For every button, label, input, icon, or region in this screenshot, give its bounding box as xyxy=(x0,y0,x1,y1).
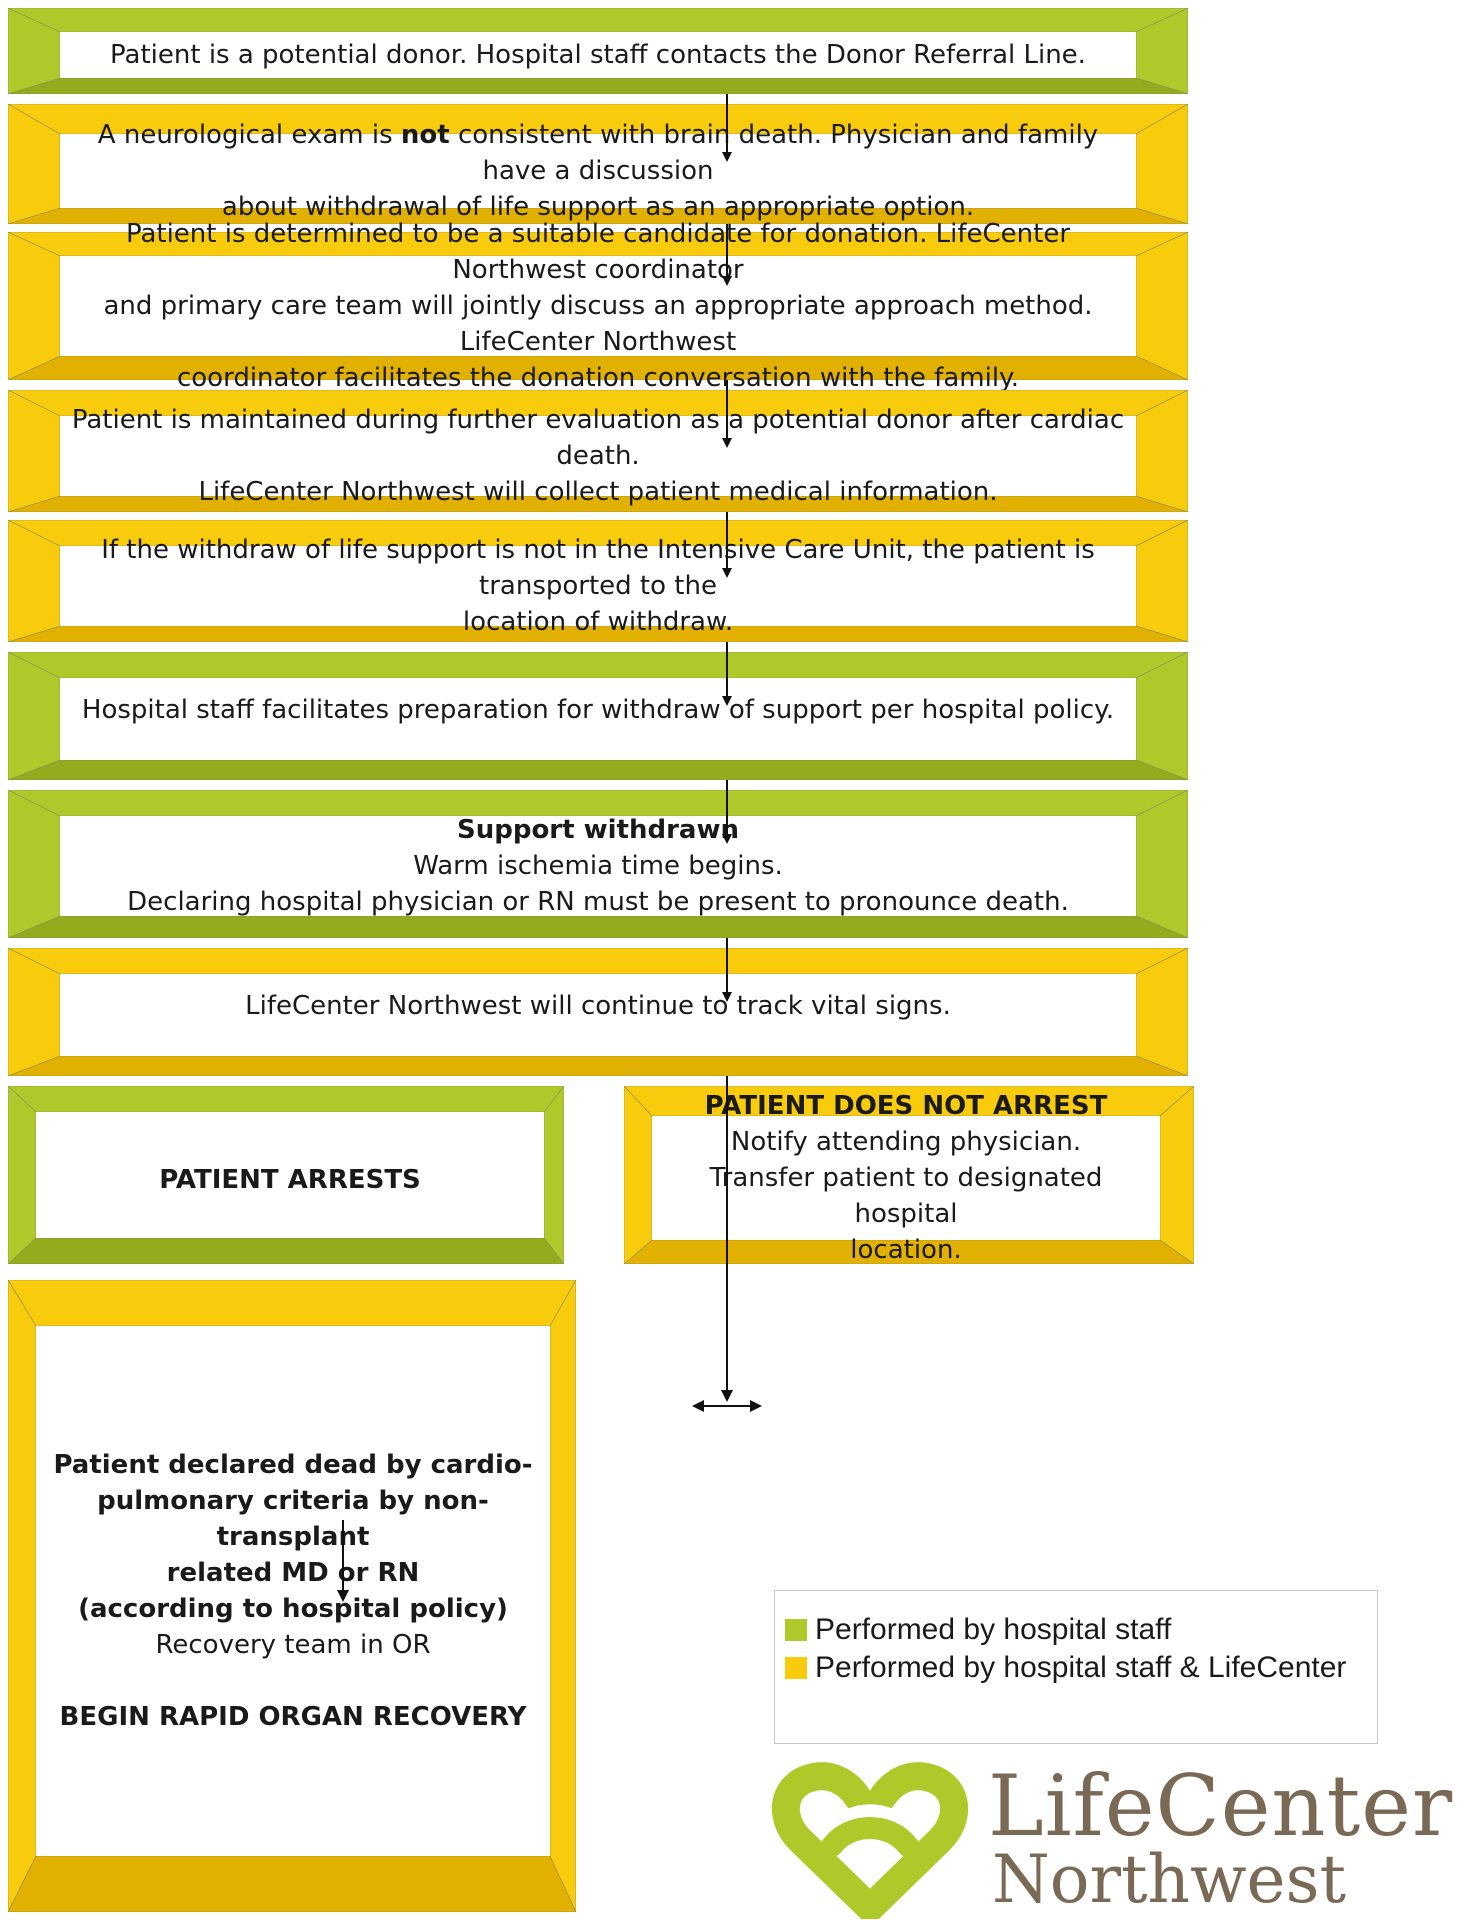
legend-swatch-green xyxy=(785,1619,807,1641)
step-3-line-3: coordinator facilitates the donation con… xyxy=(176,363,1019,393)
step-3-line-2: and primary care team will jointly discu… xyxy=(103,291,1093,357)
step-3-bevel-face-4 xyxy=(8,232,61,380)
branch-no-arrest-line-3: location. xyxy=(850,1235,962,1265)
step-5-bevel xyxy=(8,520,1188,642)
branch-no-arrest-bevel-face-2 xyxy=(1159,1086,1194,1264)
step-2-bevel-face-2 xyxy=(1135,104,1188,224)
step-2-line-1-bold: not xyxy=(400,120,450,150)
step-3-bevel-face-2 xyxy=(1135,232,1188,380)
step-2-line-1-post: consistent with brain death. Physician a… xyxy=(449,120,1099,186)
step-1-bevel-face-4 xyxy=(8,8,61,94)
step-7-bevel-face-4 xyxy=(8,790,61,938)
step-2-line-1: A neurological exam is not consistent wi… xyxy=(70,117,1126,189)
final-closing: BEGIN RAPID ORGAN RECOVERY xyxy=(59,1702,527,1732)
step-5-line-1: If the withdraw of life support is not i… xyxy=(101,535,1095,601)
step-2-frame: A neurological exam is not consistent wi… xyxy=(8,104,1188,224)
step-5-bevel-face-2 xyxy=(1135,520,1188,642)
step-2-line-2: about withdrawal of life support as an a… xyxy=(221,192,975,222)
step-8-frame: LifeCenter Northwest will continue to tr… xyxy=(8,948,1188,1076)
step-3-frame: Patient is determined to be a suitable c… xyxy=(8,219,1188,393)
branch-arrests-text-box: PATIENT ARRESTS xyxy=(36,1112,544,1238)
step-4-bevel-face-4 xyxy=(8,390,61,512)
step-1-line-1: Patient is a potential donor. Hospital s… xyxy=(110,40,1086,70)
branch-no-arrest-text-box: PATIENT DOES NOT ARREST Notify attending… xyxy=(652,1091,1160,1265)
step-7-text-box: Support withdrawn Warm ischemia time beg… xyxy=(60,815,1136,917)
branch-arrests-title: PATIENT ARRESTS xyxy=(159,1165,421,1195)
branch-no-arrest-title: PATIENT DOES NOT ARREST xyxy=(704,1091,1108,1121)
branch-arrests-frame: PATIENT ARRESTS xyxy=(8,1086,564,1264)
step-5-line-2: location of withdraw. xyxy=(462,607,734,637)
step-1-text-box: Patient is a potential donor. Hospital s… xyxy=(60,32,1136,78)
step-6-text-box: Hospital staff facilitates preparation f… xyxy=(60,678,1136,760)
branch-no-arrest-frame: PATIENT DOES NOT ARREST Notify attending… xyxy=(624,1086,1194,1265)
final-bevel-face-2 xyxy=(549,1280,576,1912)
final-bevel-face-4 xyxy=(8,1280,37,1912)
legend-label-hospital: Performed by hospital staff xyxy=(815,1613,1172,1646)
step-2-bevel xyxy=(8,104,1188,224)
step-8-line-1: LifeCenter Northwest will continue to tr… xyxy=(245,991,951,1021)
step-6-bevel xyxy=(8,652,1188,780)
step-4-bevel-face-2 xyxy=(1135,390,1188,512)
step-7-bevel xyxy=(8,790,1188,938)
final-line: Recovery team in OR xyxy=(155,1630,431,1660)
final-bevel xyxy=(8,1280,576,1912)
branch-no-arrest-bevel xyxy=(624,1086,1194,1264)
step-5-text-box: If the withdraw of life support is not i… xyxy=(60,535,1136,637)
branch-arrests-bevel-face-2 xyxy=(543,1086,564,1264)
step-5-bevel-face-4 xyxy=(8,520,61,642)
legend-swatch-yellow xyxy=(785,1657,807,1679)
legend-label-lifecenter: Performed by hospital staff & LifeCenter xyxy=(815,1651,1347,1684)
step-7-line-1: Warm ischemia time begins. xyxy=(413,851,783,881)
branch-arrests-bevel xyxy=(8,1086,564,1264)
step-6-bevel-face-4 xyxy=(8,652,61,780)
step-5-frame: If the withdraw of life support is not i… xyxy=(8,520,1188,642)
legend-item-lifecenter: Performed by hospital staff & LifeCenter xyxy=(785,1651,1346,1685)
step-3-text-box: Patient is determined to be a suitable c… xyxy=(60,219,1136,393)
step-2-line-1-pre: A neurological exam is xyxy=(97,120,401,150)
branch-arrests-bevel-face-4 xyxy=(8,1086,37,1264)
logo-word-northwest: Northwest xyxy=(992,1841,1347,1918)
lifecenter-logo: LifeCenter Northwest xyxy=(770,1758,1460,1919)
step-4-frame: Patient is maintained during further eva… xyxy=(8,390,1188,512)
branch-no-arrest-line-2: Transfer patient to designated hospital xyxy=(709,1163,1103,1229)
step-8-bevel-face-2 xyxy=(1135,948,1188,1076)
step-2-bevel-face-4 xyxy=(8,104,61,224)
step-4-text-box: Patient is maintained during further eva… xyxy=(60,405,1136,507)
step-8-bevel-face-4 xyxy=(8,948,61,1076)
step-7-frame: Support withdrawn Warm ischemia time beg… xyxy=(8,790,1188,938)
step-4-line-2: LifeCenter Northwest will collect patien… xyxy=(198,477,998,507)
legend-item-hospital: Performed by hospital staff xyxy=(785,1613,1171,1647)
step-6-frame: Hospital staff facilitates preparation f… xyxy=(8,652,1188,780)
step-1-frame: Patient is a potential donor. Hospital s… xyxy=(8,8,1188,94)
step-6-line-1: Hospital staff facilitates preparation f… xyxy=(81,695,1115,725)
step-8-bevel xyxy=(8,948,1188,1076)
legend: Performed by hospital staff Performed by… xyxy=(774,1590,1378,1744)
step-7-line-2: Declaring hospital physician or RN must … xyxy=(127,887,1069,917)
branch-no-arrest-line-1: Notify attending physician. xyxy=(730,1127,1082,1157)
step-4-bevel xyxy=(8,390,1188,512)
step-1-bevel xyxy=(8,8,1188,94)
logo-word-lifecenter: LifeCenter xyxy=(988,1757,1454,1855)
step-3-bevel xyxy=(8,232,1188,380)
step-4-line-1: Patient is maintained during further eva… xyxy=(71,405,1125,471)
step-7-title: Support withdrawn xyxy=(456,815,739,845)
heart-chain-logo-icon xyxy=(771,1762,969,1919)
step-3-line-1: Patient is determined to be a suitable c… xyxy=(125,219,1071,285)
step-2-text-box: A neurological exam is not consistent wi… xyxy=(60,120,1136,222)
step-8-text-box: LifeCenter Northwest will continue to tr… xyxy=(60,974,1136,1056)
step-1-bevel-face-2 xyxy=(1135,8,1188,94)
step-6-bevel-face-2 xyxy=(1135,652,1188,780)
final-bold-line-1: Patient declared dead by cardio- xyxy=(53,1450,533,1480)
final-frame: Patient declared dead by cardio- pulmona… xyxy=(8,1280,576,1912)
branch-no-arrest-bevel-face-4 xyxy=(624,1086,653,1264)
step-7-bevel-face-2 xyxy=(1135,790,1188,938)
final-bold-line-4: (according to hospital policy) xyxy=(78,1594,508,1624)
final-bold-line-3: related MD or RN xyxy=(166,1558,420,1588)
final-text-box: Patient declared dead by cardio- pulmona… xyxy=(36,1326,550,1856)
